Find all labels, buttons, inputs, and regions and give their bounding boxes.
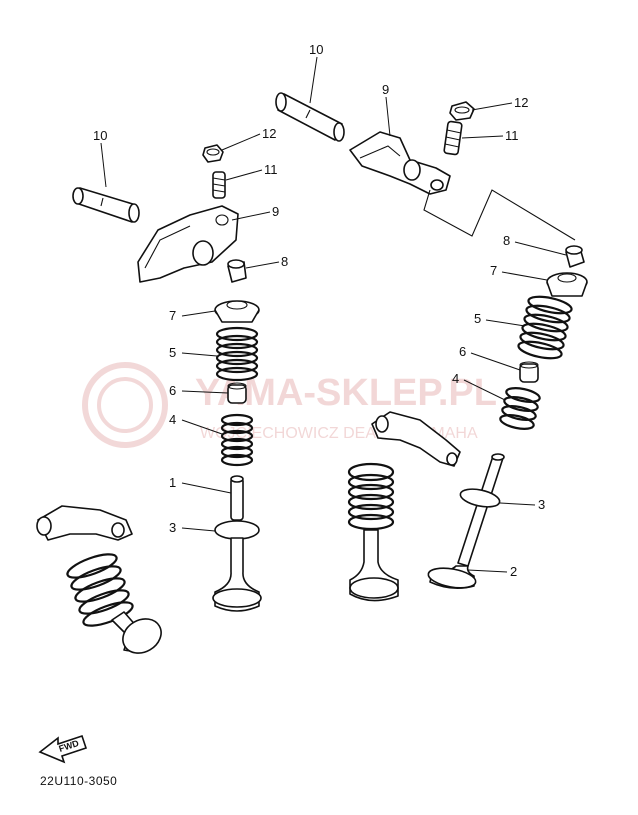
rocker-shaft-right — [275, 92, 345, 142]
callout-7-left: 7 — [169, 308, 176, 323]
callout-6-left: 6 — [169, 383, 176, 398]
adjuster-screw-left — [212, 171, 226, 199]
assembled-rocker-right — [371, 411, 461, 467]
inner-spring-right — [499, 387, 541, 430]
fwd-arrow-icon: FWD — [38, 734, 88, 764]
valve-cap-right — [565, 245, 585, 268]
assembled-rocker-left — [36, 505, 133, 541]
link-lines — [423, 189, 576, 241]
assembled-valve-left — [66, 553, 162, 654]
callout-12-right: 12 — [514, 95, 528, 110]
callout-11-left: 11 — [264, 162, 278, 177]
callout-10-right: 10 — [309, 42, 323, 57]
callouts-right: 10 9 12 11 8 7 5 6 4 3 2 — [309, 42, 567, 579]
callout-9-left: 9 — [272, 204, 279, 219]
callouts-left: 10 12 11 9 8 7 5 6 4 1 3 — [93, 126, 288, 535]
callout-5-left: 5 — [169, 345, 176, 360]
diagram-code: 22U110-3050 — [40, 774, 118, 788]
valve-cap-left — [227, 259, 247, 283]
intake-valve-left — [212, 475, 262, 612]
callout-9-right: 9 — [382, 82, 389, 97]
valve-seal-left — [227, 382, 247, 404]
callout-1: 1 — [169, 475, 176, 490]
adjuster-screw-right — [443, 120, 463, 156]
locknut-left — [202, 144, 224, 163]
callout-8-right: 8 — [503, 233, 510, 248]
callout-2: 2 — [510, 564, 517, 579]
callout-12-left: 12 — [262, 126, 276, 141]
spring-retainer-left — [214, 300, 260, 323]
spring-retainer-right — [546, 272, 588, 297]
callout-3-right: 3 — [538, 497, 545, 512]
locknut-right — [449, 101, 475, 121]
callout-11-right: 11 — [505, 128, 519, 143]
callout-10-left: 10 — [93, 128, 107, 143]
inner-spring-left — [220, 413, 254, 467]
assembled-valve-right — [347, 462, 399, 602]
outer-spring-left — [215, 326, 259, 382]
callout-5-right: 5 — [474, 311, 481, 326]
outer-spring-right — [517, 295, 573, 360]
valve-seal-right — [519, 361, 539, 383]
rocker-shaft-left — [72, 187, 140, 223]
callout-4-right: 4 — [452, 371, 459, 386]
callout-4-left: 4 — [169, 412, 176, 427]
exhaust-valve — [427, 453, 505, 590]
rocker-arm-left — [137, 205, 239, 283]
callout-3-left: 3 — [169, 520, 176, 535]
callout-8-left: 8 — [281, 254, 288, 269]
rocker-arm-right — [349, 131, 451, 195]
callout-6-right: 6 — [459, 344, 466, 359]
callout-7-right: 7 — [490, 263, 497, 278]
